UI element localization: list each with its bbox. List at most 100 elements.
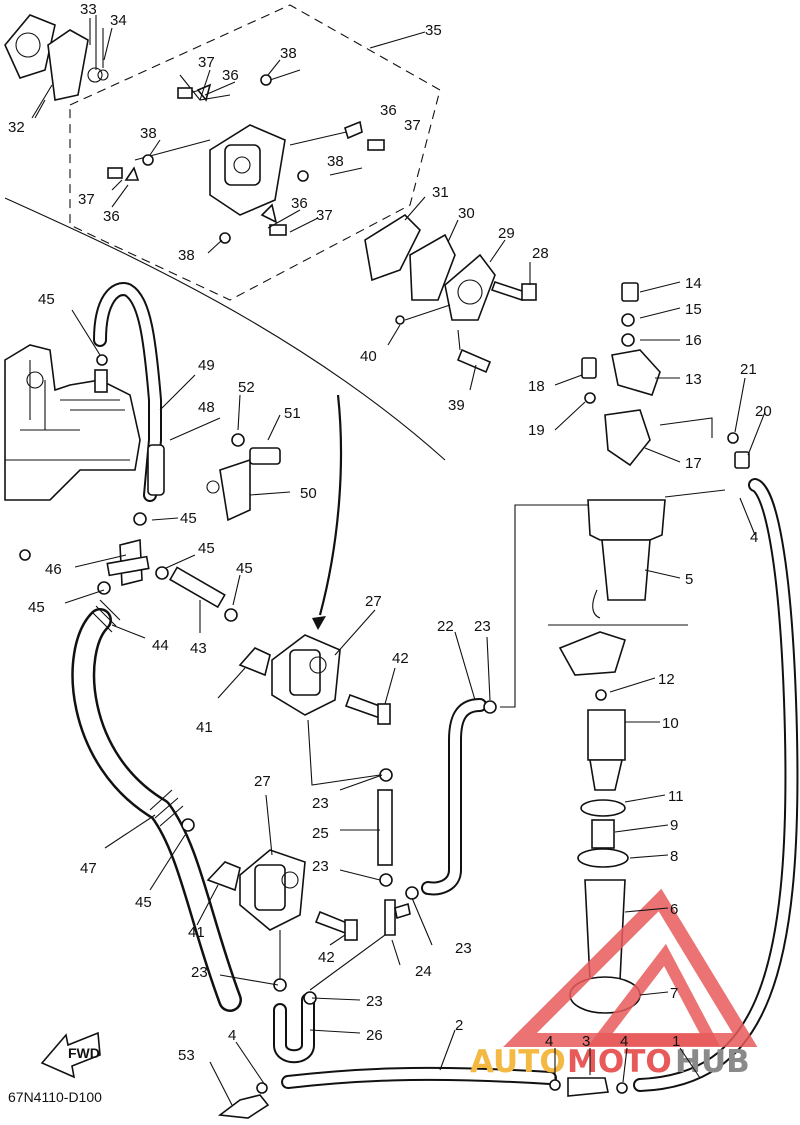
callout-23a: 23 xyxy=(312,795,329,812)
callout-16: 16 xyxy=(685,332,702,349)
callout-29: 29 xyxy=(498,225,515,242)
callout-28: 28 xyxy=(532,245,549,262)
callout-23c: 23 xyxy=(455,940,472,957)
callout-48: 48 xyxy=(198,399,215,416)
callout-37a: 37 xyxy=(198,54,215,71)
callout-8: 8 xyxy=(670,848,678,865)
callout-41b: 41 xyxy=(188,924,205,941)
callout-33: 33 xyxy=(80,1,97,18)
callout-53: 53 xyxy=(178,1047,195,1064)
callout-45f: 45 xyxy=(135,894,152,911)
hose-22 xyxy=(405,504,600,900)
callout-47: 47 xyxy=(80,860,97,877)
fuel-pump-upper xyxy=(238,634,391,725)
callout-26: 26 xyxy=(366,1027,383,1044)
callout-4b: 4 xyxy=(228,1027,236,1044)
callout-4d: 4 xyxy=(620,1033,628,1050)
hose-49 xyxy=(93,282,165,502)
callout-22: 22 xyxy=(437,618,454,635)
callout-40: 40 xyxy=(360,348,377,365)
callout-38b: 38 xyxy=(140,125,157,142)
callout-11: 11 xyxy=(668,788,684,805)
callout-5: 5 xyxy=(685,571,693,588)
callout-17: 17 xyxy=(685,455,702,472)
callout-45b: 45 xyxy=(180,510,197,527)
callout-52: 52 xyxy=(238,379,255,396)
watermark-part2: MOTO xyxy=(567,1044,672,1080)
engine-block xyxy=(4,344,141,501)
callout-23b: 23 xyxy=(312,858,329,875)
routing-arrow xyxy=(312,394,343,630)
callout-46: 46 xyxy=(45,561,62,578)
connector-53 xyxy=(217,1077,628,1119)
callout-23f: 23 xyxy=(474,618,491,635)
callout-49: 49 xyxy=(198,357,215,374)
callout-3: 3 xyxy=(582,1033,590,1050)
fwd-label: FWD xyxy=(68,1045,100,1061)
watermark-part1: AUTO xyxy=(470,1044,566,1080)
callout-4c: 4 xyxy=(545,1033,553,1050)
hose-25 xyxy=(307,719,393,887)
callout-30: 30 xyxy=(458,205,475,222)
callout-18: 18 xyxy=(528,378,545,395)
callout-37c: 37 xyxy=(78,191,95,208)
callout-27a: 27 xyxy=(365,593,382,610)
diagram-code: 67N4110-D100 xyxy=(8,1089,102,1105)
callout-31: 31 xyxy=(432,184,449,201)
subassembly-box-35 xyxy=(4,4,446,461)
callout-10: 10 xyxy=(662,715,679,732)
callout-34: 34 xyxy=(110,12,127,29)
leader-lines xyxy=(34,18,766,1106)
callout-7: 7 xyxy=(670,985,678,1002)
hose-26 xyxy=(273,930,317,1064)
callout-20: 20 xyxy=(755,403,772,420)
watermark-logo: AUTO MOTO HUB xyxy=(470,888,758,1080)
callout-21: 21 xyxy=(740,361,757,378)
callout-45e: 45 xyxy=(28,599,45,616)
callout-36b: 36 xyxy=(380,102,397,119)
callout-15: 15 xyxy=(685,301,702,318)
fwd-arrow: FWD xyxy=(40,1031,101,1079)
callout-14: 14 xyxy=(685,275,702,292)
callout-9: 9 xyxy=(670,817,678,834)
callout-36a: 36 xyxy=(222,67,239,84)
callout-13: 13 xyxy=(685,371,702,388)
callout-1: 1 xyxy=(672,1033,680,1050)
callout-41a: 41 xyxy=(196,719,213,736)
callout-19: 19 xyxy=(528,422,545,439)
callout-32: 32 xyxy=(8,119,25,136)
callout-37d: 37 xyxy=(316,207,333,224)
watermark-part3: HUB xyxy=(675,1044,750,1080)
callout-42b: 42 xyxy=(318,949,335,966)
callout-50: 50 xyxy=(300,485,317,502)
connectors-left xyxy=(19,433,281,832)
callout-38c: 38 xyxy=(327,153,344,170)
callout-36d: 36 xyxy=(291,195,308,212)
fuel-filter-assembly xyxy=(548,282,750,1014)
callout-38a: 38 xyxy=(280,45,297,62)
callout-39: 39 xyxy=(448,397,465,414)
callout-27b: 27 xyxy=(254,773,271,790)
callout-37b: 37 xyxy=(404,117,421,134)
callout-23d: 23 xyxy=(191,964,208,981)
gaskets-28-31 xyxy=(364,213,537,374)
callout-45a: 45 xyxy=(38,291,55,308)
hose-2 xyxy=(281,478,799,1092)
fuel-pump-lower xyxy=(206,849,358,941)
callout-2: 2 xyxy=(455,1017,463,1034)
callout-38d: 38 xyxy=(178,247,195,264)
callout-42a: 42 xyxy=(392,650,409,667)
pump-cover-32 xyxy=(4,14,109,119)
callout-44: 44 xyxy=(152,637,169,654)
callout-labels: 33 34 32 35 37 36 38 38 36 37 38 37 36 3… xyxy=(8,1,772,1064)
hose-47 xyxy=(71,599,242,1012)
callout-35: 35 xyxy=(425,22,442,39)
callout-4a: 4 xyxy=(750,529,758,546)
callout-36c: 36 xyxy=(103,208,120,225)
callout-45d: 45 xyxy=(236,560,253,577)
callout-51: 51 xyxy=(284,405,301,422)
callout-6: 6 xyxy=(670,901,678,918)
t-joint-24 xyxy=(309,899,411,991)
